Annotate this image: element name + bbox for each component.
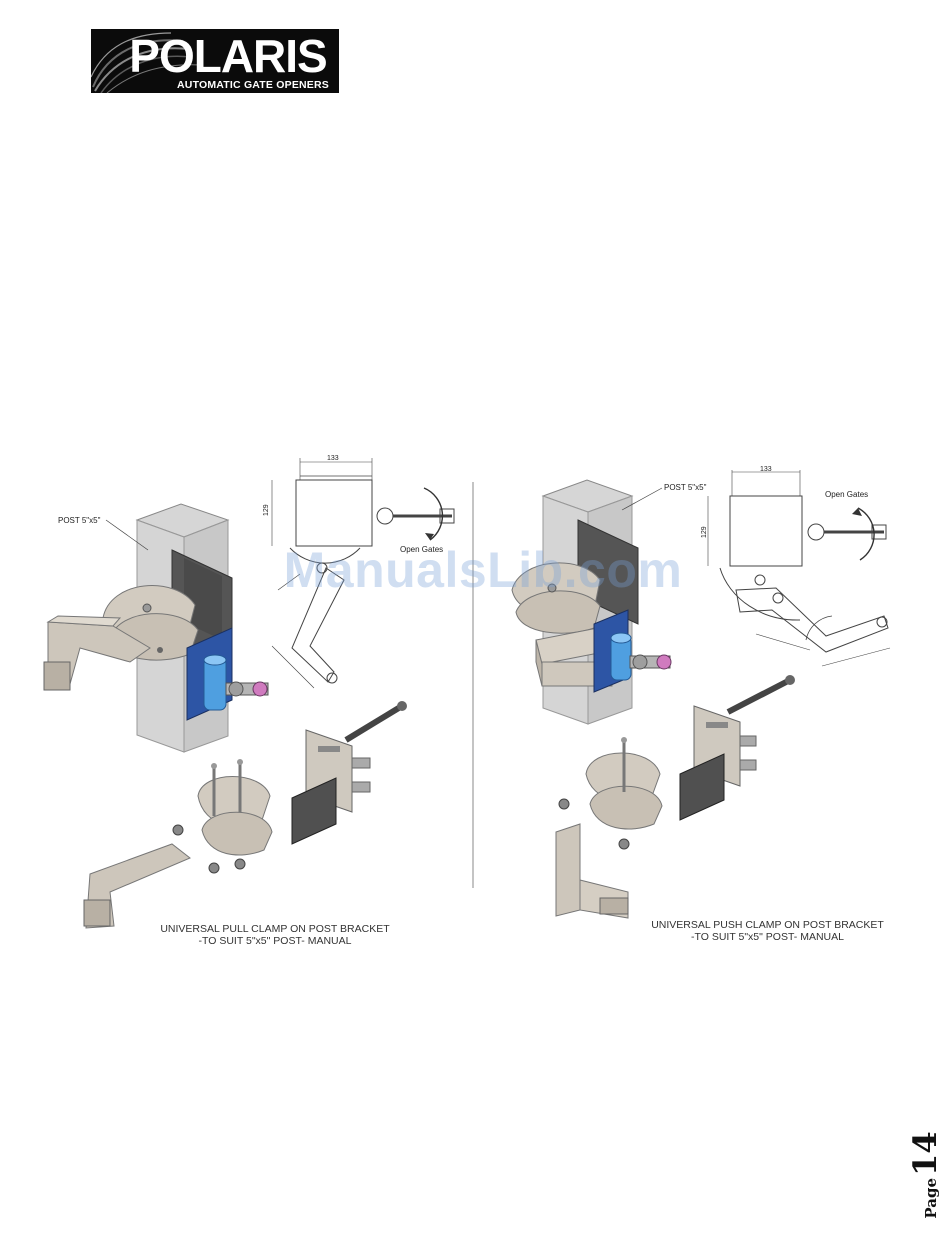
push-caption-line1: UNIVERSAL PUSH CLAMP ON POST BRACKET xyxy=(640,919,895,931)
page-word: Page xyxy=(922,1178,940,1219)
push-clamp-caption: UNIVERSAL PUSH CLAMP ON POST BRACKET -TO… xyxy=(640,919,895,943)
pull-clamp-exploded-parts xyxy=(84,701,407,928)
push-caption-line2: -TO SUIT 5"x5" POST- MANUAL xyxy=(640,931,895,943)
pull-clamp-assembly xyxy=(44,504,268,752)
polaris-logo: POLARIS AUTOMATIC GATE OPENERS xyxy=(91,29,339,93)
pull-dimension-width: 133 xyxy=(327,455,339,462)
bracket-figure: 133 129 Open Gates POST 5"x5" xyxy=(0,440,950,960)
pull-caption-line2: -TO SUIT 5"x5" POST- MANUAL xyxy=(150,935,400,947)
watermark: ManualsLib.com xyxy=(268,540,698,600)
pull-caption-line1: UNIVERSAL PULL CLAMP ON POST BRACKET xyxy=(150,923,400,935)
pull-dimension-height: 129 xyxy=(263,504,270,516)
page-number-inner: Page 14 xyxy=(906,1131,944,1218)
pull-clamp-caption: UNIVERSAL PULL CLAMP ON POST BRACKET -TO… xyxy=(150,923,400,947)
page-number: Page 14 xyxy=(905,1120,945,1230)
push-post-label: POST 5"x5" xyxy=(664,483,707,492)
push-clamp-assembly xyxy=(512,480,671,724)
logo-tagline: AUTOMATIC GATE OPENERS xyxy=(173,79,333,91)
push-open-gates-label: Open Gates xyxy=(825,490,868,499)
push-dimension-width: 133 xyxy=(760,466,772,473)
push-clamp-dimension-drawing xyxy=(708,470,890,666)
pull-post-label: POST 5"x5" xyxy=(58,516,101,525)
push-dimension-height: 129 xyxy=(701,526,708,538)
page-num: 14 xyxy=(906,1131,944,1176)
logo-wordmark: POLARIS xyxy=(121,30,335,82)
